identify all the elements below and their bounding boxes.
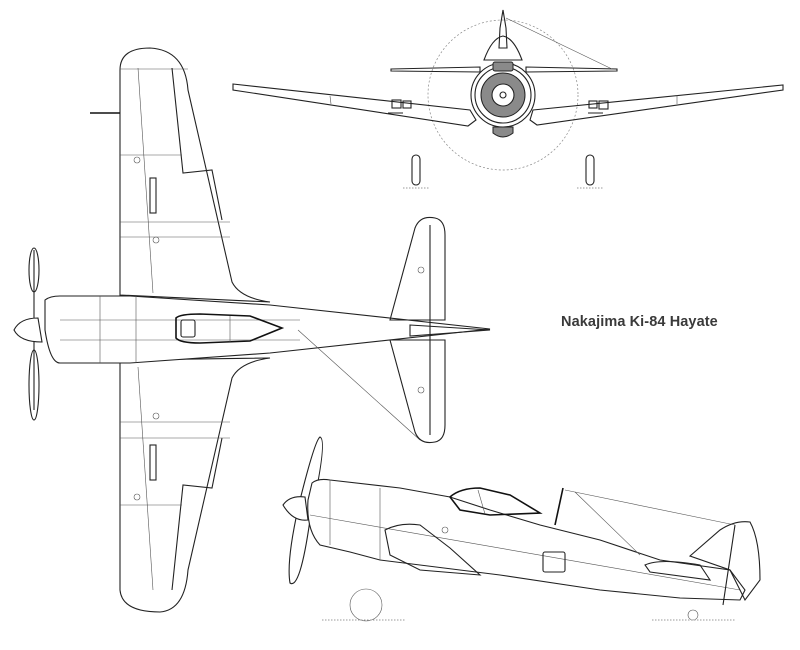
wing-right [529,84,784,126]
fuselage-side [307,478,746,601]
diagram-title: Nakajima Ki-84 Hayate [561,314,718,330]
aerial-wire [505,17,613,70]
access-panel [542,551,566,573]
rudder-hinge [722,524,736,606]
tail-wheel-side [687,609,699,621]
propeller-disc [427,19,579,171]
aerial-wire [564,489,736,526]
vertical-fin [498,9,508,49]
wheel-well-right-inner [588,100,598,109]
tail-cone [409,324,491,337]
wheel-well-right [598,100,609,110]
spinner [491,83,515,107]
canopy [175,313,285,344]
fuselage [44,295,491,364]
spinner-tip [499,91,507,99]
wheel-well-left-inner [402,100,412,109]
wing-upper [119,47,271,303]
wing-panel-line [137,67,154,294]
canopy-windscreen [180,319,196,338]
wing-left [232,83,477,127]
panel-fastener [152,412,160,420]
air-intake-top [492,61,514,72]
canopy-side [448,487,543,516]
wing-lower [119,357,271,613]
main-wheel-side [349,588,383,622]
tailplane-right [525,66,618,73]
fuselage-panel-line [309,514,741,591]
wing-panel-line [137,366,154,591]
panel-fastener [441,526,449,534]
canopy-front [483,35,523,61]
horizontal-stabilizer-lower [389,339,446,444]
wheel-well-left [391,99,402,109]
aerial-mast [554,487,564,526]
panel-fastener [417,386,425,394]
horizontal-stabilizer-upper [389,216,446,321]
canopy-frame [477,489,486,515]
aerial-wire [297,329,421,441]
main-wheel-left [411,154,421,186]
spinner-side [282,496,309,521]
aileron-lower [171,437,223,591]
oil-cooler-intake [492,126,514,138]
propeller-side [288,436,324,585]
tailplane-side [644,560,712,581]
aerial-wire [574,491,641,556]
cannon-bay-lower [149,444,157,481]
panel-fastener [417,266,425,274]
main-wheel-right [585,154,595,186]
panel-fastener [133,156,141,164]
panel-fastener [152,236,160,244]
vertical-tail [688,521,761,602]
panel-fastener [133,493,141,501]
aileron-upper [171,67,223,221]
wing-root-side [384,523,482,576]
wing-panel-line [329,95,332,105]
spinner-plan [13,317,43,343]
cannon-bay-upper [149,177,157,214]
